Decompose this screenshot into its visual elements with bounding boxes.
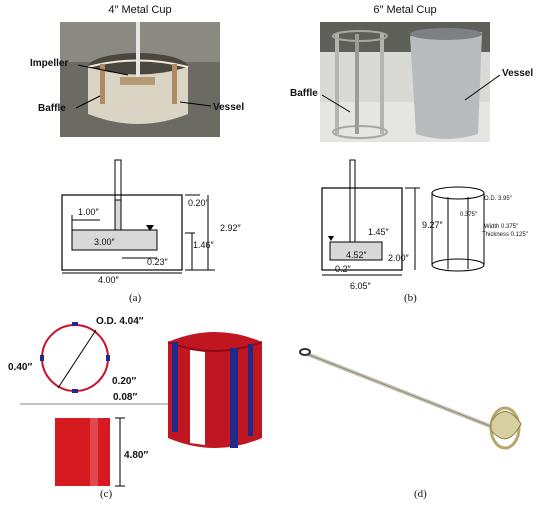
dim-a-4: 3.00″ [94, 237, 115, 247]
dim-b-6: 6.05″ [350, 281, 371, 291]
cage-w: 0.375″ [460, 212, 478, 218]
dim-a-3: 2.92″ [220, 223, 241, 233]
caption-b: (b) [404, 292, 417, 304]
dim-b-5: 0.2″ [335, 264, 351, 274]
panel-a-leader-lines [75, 64, 212, 109]
caption-c: (c) [100, 488, 113, 500]
dim-a-5: 1.46″ [193, 240, 214, 250]
dim-c-3: 0.08″ [113, 392, 138, 403]
panel-c-top-view [20, 322, 170, 405]
label-b-vessel: Vessel [502, 68, 534, 79]
dim-a-2: 0.20″ [188, 198, 209, 208]
panel-d: (d) [290, 310, 550, 506]
label-vessel: Vessel [213, 102, 245, 113]
panel-d-impeller-model [299, 348, 522, 450]
cage-od: O.D. 3.95″ [484, 196, 512, 202]
panel-b-leader-lines [321, 74, 501, 113]
label-baffle: Baffle [38, 103, 66, 114]
panel-a-photo [60, 22, 220, 137]
dim-c-2: 0.20″ [112, 376, 137, 387]
panel-a-title: 4″ Metal Cup [108, 4, 172, 16]
panel-b-drawing [321, 159, 420, 276]
label-b-baffle: Baffle [290, 88, 318, 99]
label-impeller: Impeller [30, 58, 69, 69]
dim-b-3: 4.52″ [346, 250, 367, 260]
dim-b-2: 1.45″ [368, 227, 389, 237]
cage-thickness: Thickness 0.125″ [482, 232, 528, 238]
panel-b-photo [320, 22, 490, 142]
caption-a: (a) [129, 292, 142, 304]
panel-b-title: 6″ Metal Cup [373, 4, 437, 16]
caption-d: (d) [414, 488, 427, 500]
dim-c-1: 0.40″ [8, 362, 33, 373]
cage-width: Width 0.375″ [484, 224, 519, 230]
dim-b-4: 2.00″ [388, 253, 409, 263]
dim-c-4: 4.80″ [124, 450, 149, 461]
dim-a-7: 4.00″ [98, 275, 119, 285]
panel-b-cage-drawing [431, 186, 485, 272]
panel-c: O.D. 4.04″ 0.40″ 0.20″ 0.08″ 4.80″ (c) [0, 310, 290, 506]
dim-a-1: 1.00″ [78, 207, 99, 217]
panel-c-side-view [55, 417, 125, 487]
panel-a-drawing [61, 159, 215, 274]
panel-b: 6″ Metal Cup Baffle Vessel 9.27″ 1.45″ 4… [280, 0, 550, 305]
panel-c-3d-model [167, 332, 263, 448]
dim-a-6: 0.23″ [147, 257, 168, 267]
panel-a: 4″ Metal Cup Impeller Baffle Vessel [0, 0, 270, 305]
dim-c-od: O.D. 4.04″ [96, 316, 144, 327]
